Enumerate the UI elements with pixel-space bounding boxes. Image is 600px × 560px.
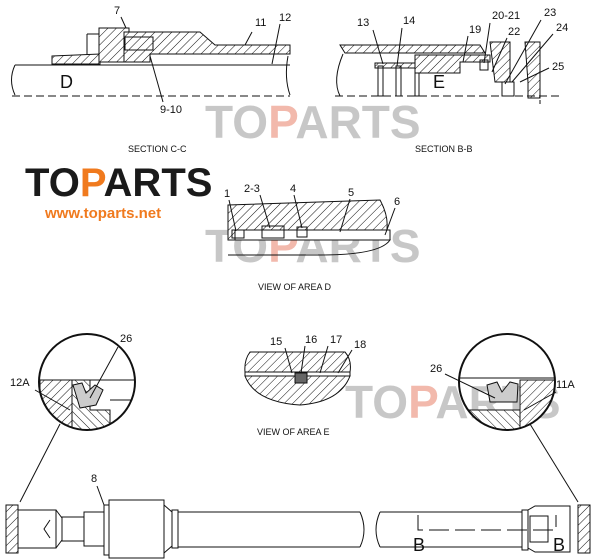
callout-5: 5 (348, 187, 354, 199)
toparts-logo: TOPARTS www.toparts.net (25, 161, 212, 222)
callout-8: 8 (91, 473, 97, 485)
callout-15: 15 (270, 336, 282, 348)
cylinder-assembly: 8 B B (5, 473, 591, 559)
callout-1: 1 (224, 188, 230, 200)
area-e-marker: E (433, 72, 445, 92)
detail-circle-right: 26 11A (430, 333, 579, 503)
callout-4: 4 (290, 183, 296, 195)
logo-url: www.toparts.net (44, 205, 161, 222)
section-mark-b-left: B (413, 535, 425, 555)
callout-12: 12 (279, 12, 291, 24)
callout-12a: 12A (10, 377, 30, 389)
callout-6: 6 (394, 196, 400, 208)
view-of-area-d: 1 2-3 4 5 6 VIEW OF AREA D (224, 183, 400, 292)
callout-23: 23 (544, 7, 556, 19)
callout-13: 13 (357, 17, 369, 29)
callout-11a: 11A (556, 379, 575, 391)
section-mark-b-right: B (553, 535, 565, 555)
section-c-c-caption: SECTION C-C (128, 144, 187, 154)
area-d-marker: D (60, 72, 73, 92)
view-of-area-e: 15 16 17 18 VIEW OF AREA E (244, 334, 366, 437)
callout-17: 17 (330, 334, 342, 346)
callout-25: 25 (552, 61, 564, 73)
section-c-c: D 7 11 12 9-10 SECTION C-C (11, 5, 291, 154)
callout-19: 19 (469, 24, 481, 36)
callout-26-right: 26 (430, 363, 442, 375)
section-b-b-caption: SECTION B-B (415, 144, 473, 154)
callout-22: 22 (508, 26, 520, 38)
detail-circle-left: 26 12A (10, 333, 136, 503)
callout-11: 11 (255, 17, 266, 29)
callout-24: 24 (556, 22, 568, 34)
view-e-caption: VIEW OF AREA E (257, 427, 330, 437)
view-d-caption: VIEW OF AREA D (258, 282, 332, 292)
callout-20-21: 20-21 (492, 10, 520, 22)
section-b-b: E 13 14 19 20-21 22 23 24 25 SECTION B-B (335, 7, 568, 154)
logo-wordmark: TOPARTS (25, 161, 212, 205)
callout-16: 16 (305, 334, 317, 346)
watermark-1: TOPARTS (205, 96, 421, 148)
callout-2-3: 2-3 (244, 183, 260, 195)
callout-14: 14 (403, 15, 415, 27)
callout-26-left: 26 (120, 333, 132, 345)
callout-18: 18 (354, 339, 366, 351)
callout-9-10: 9-10 (160, 104, 182, 116)
callout-7: 7 (114, 5, 120, 17)
